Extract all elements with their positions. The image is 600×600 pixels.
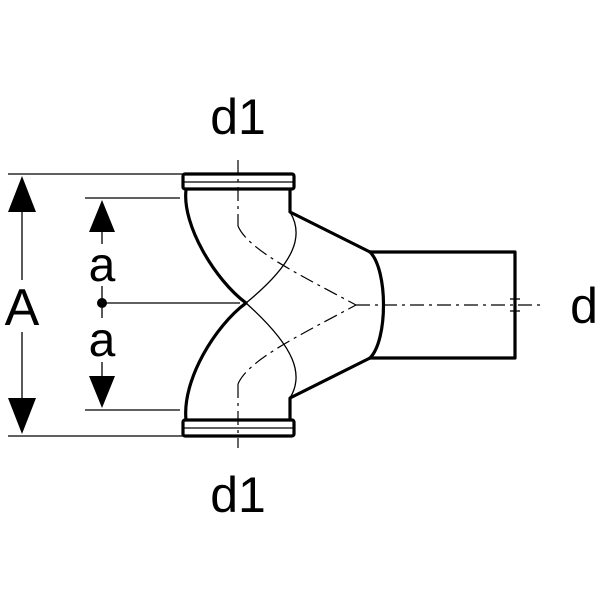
- extension-lines: [8, 173, 240, 437]
- arrow-up-icon: [8, 176, 36, 212]
- arrow-up-icon: [89, 200, 115, 232]
- label-A: A: [5, 279, 40, 337]
- arrow-down-icon: [8, 398, 36, 434]
- label-a-upper: a: [89, 239, 116, 292]
- arrow-down-icon: [89, 376, 115, 408]
- label-d1-bottom: d1: [210, 467, 266, 523]
- label-d-outlet: d: [570, 278, 598, 334]
- inner-pipe-curves: [245, 211, 520, 399]
- label-a-lower: a: [89, 314, 116, 367]
- label-d1-top: d1: [210, 89, 266, 145]
- dimension-a-half: a a: [82, 200, 122, 408]
- dimension-a-total: A: [4, 176, 42, 434]
- center-point: [97, 298, 107, 308]
- center-lines: [237, 160, 540, 448]
